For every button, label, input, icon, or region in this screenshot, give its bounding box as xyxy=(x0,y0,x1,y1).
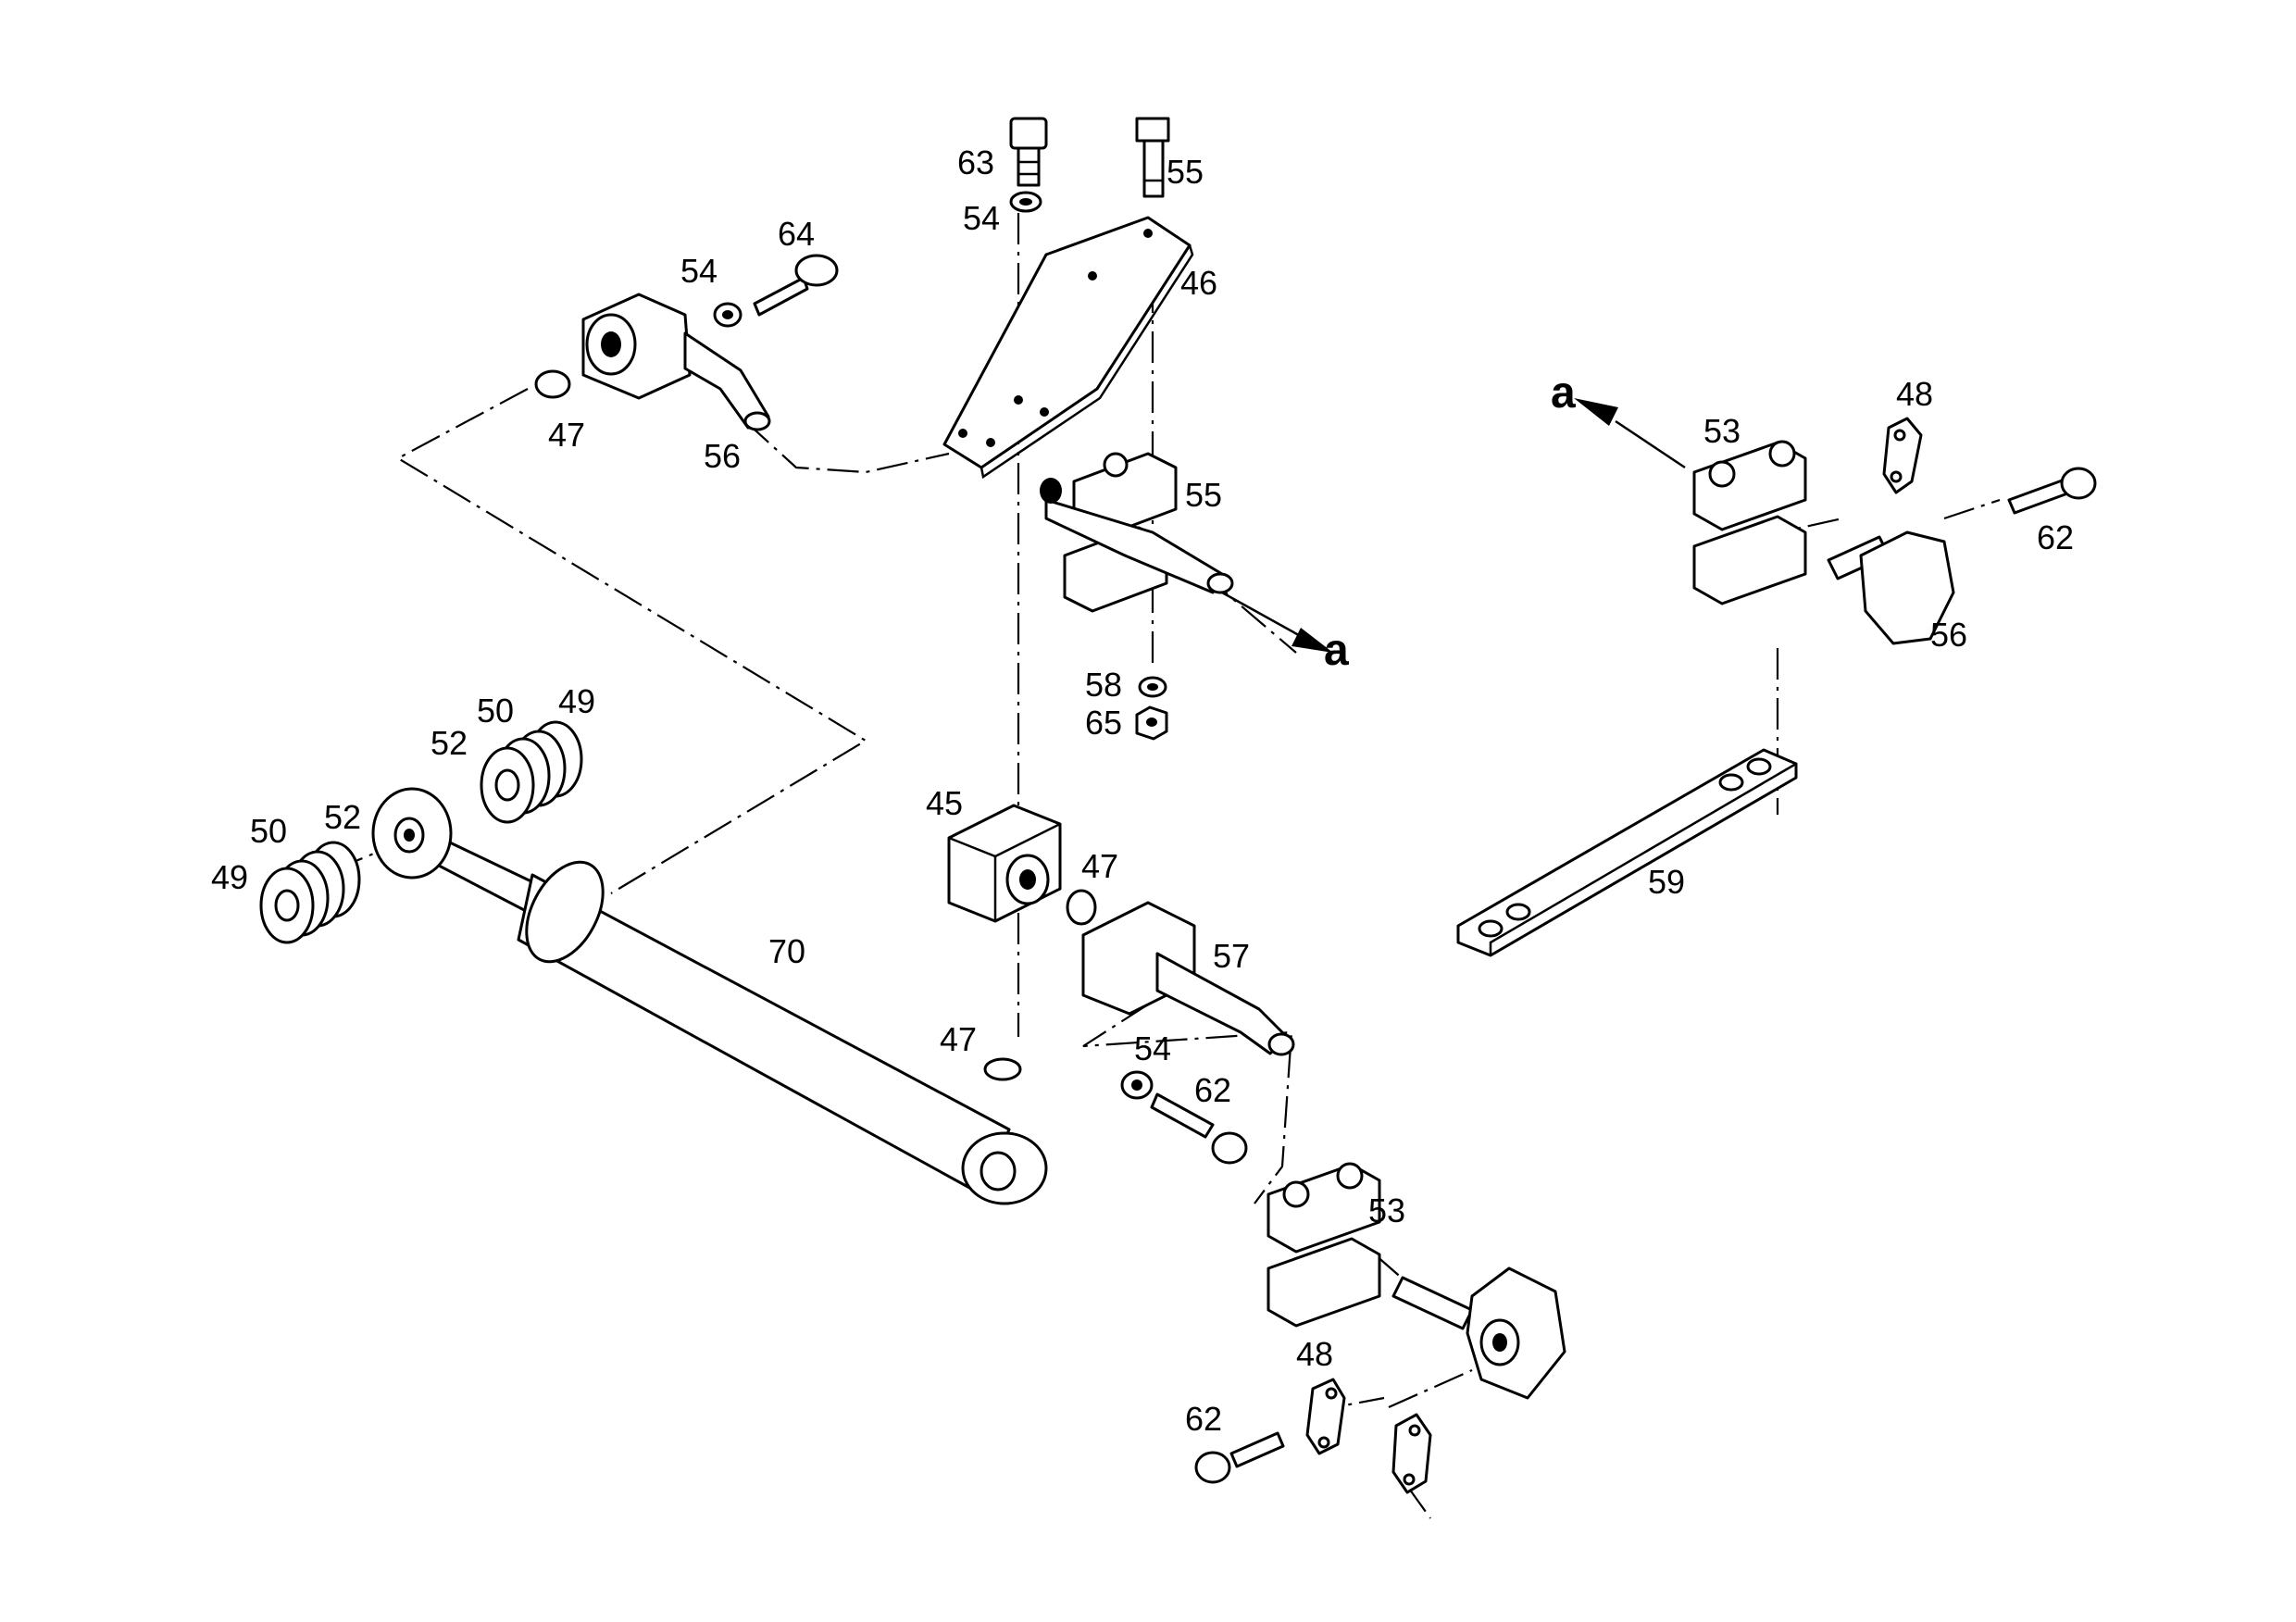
callout-56-left: 56 xyxy=(704,437,741,475)
socket-cap-screw-63 xyxy=(1009,117,1048,187)
callout-47-left: 47 xyxy=(548,416,585,454)
socket-cap-screw-62-center xyxy=(1150,1092,1248,1165)
view-marker-a-left: a xyxy=(1551,368,1576,418)
callout-labels: 63 55 54 64 54 46 47 56 55 58 65 45 47 5… xyxy=(211,143,2074,1438)
washer-54-top xyxy=(1009,191,1042,213)
callout-56-right: 56 xyxy=(1930,616,1967,654)
o-ring-47-lower xyxy=(983,1057,1022,1081)
callout-65: 65 xyxy=(1085,704,1122,742)
callout-47-lower: 47 xyxy=(940,1020,977,1058)
mounting-plate-46 xyxy=(942,216,1194,480)
flange-fitting-56-left xyxy=(581,293,771,431)
callout-52-lower: 52 xyxy=(324,798,361,836)
clamp-half-48-lower xyxy=(1305,1378,1346,1455)
callout-50-lower: 50 xyxy=(250,812,287,850)
pipe-clamp-55 xyxy=(1040,452,1234,613)
callout-63: 63 xyxy=(957,143,994,181)
socket-cap-screw-62-right xyxy=(2007,467,2097,515)
callout-50-upper: 50 xyxy=(477,692,514,730)
callout-55-top: 55 xyxy=(1167,153,1204,191)
callout-59: 59 xyxy=(1648,863,1685,901)
view-marker-a-right: a xyxy=(1324,626,1349,675)
washer-54-left xyxy=(713,302,742,328)
flange-fitting-lower xyxy=(1391,1266,1566,1400)
pipe-clamp-53-lower xyxy=(1267,1162,1381,1328)
o-ring-47-center xyxy=(1066,889,1097,926)
callout-53-upper: 53 xyxy=(1703,412,1741,450)
callout-64: 64 xyxy=(778,215,815,253)
flange-fitting-56-right xyxy=(1827,530,1955,645)
pipe-clamp-53-upper xyxy=(1692,440,1807,605)
callout-62-lower: 62 xyxy=(1185,1400,1222,1438)
socket-cap-screw-62-lower xyxy=(1194,1431,1285,1484)
valve-block-45 xyxy=(947,804,1062,923)
callout-57: 57 xyxy=(1213,937,1250,975)
callout-62-right: 62 xyxy=(2037,518,2074,556)
hydraulic-cylinder-70 xyxy=(371,787,1048,1205)
callout-49-lower: 49 xyxy=(211,858,248,896)
callout-54-lower: 54 xyxy=(1134,1029,1171,1067)
callout-70: 70 xyxy=(768,932,805,970)
assembly-lines xyxy=(263,213,2001,1519)
hex-bolt-55-top xyxy=(1135,117,1170,198)
clamp-half-48-upper xyxy=(1882,417,1923,494)
callout-55-clamp: 55 xyxy=(1185,476,1222,514)
spring-pack-upper xyxy=(480,720,583,824)
spring-pack-lower xyxy=(259,841,361,944)
callout-48-lower: 48 xyxy=(1296,1335,1333,1373)
arrow-a-left xyxy=(1574,398,1686,469)
flange-fitting-57 xyxy=(1081,901,1295,1056)
callout-62-center: 62 xyxy=(1194,1071,1231,1109)
washer-54-lower xyxy=(1120,1070,1154,1100)
callout-45: 45 xyxy=(926,784,963,822)
callout-53-lower: 53 xyxy=(1368,1192,1405,1229)
callout-49-upper: 49 xyxy=(558,682,595,720)
washer-58 xyxy=(1138,676,1167,698)
callout-54-left: 54 xyxy=(680,252,718,290)
callout-58: 58 xyxy=(1085,666,1122,704)
clamp-half-48-loose xyxy=(1391,1413,1432,1494)
socket-cap-screw-64 xyxy=(753,254,839,317)
callout-47-center: 47 xyxy=(1081,847,1118,885)
callout-52-upper: 52 xyxy=(430,724,468,762)
callout-46: 46 xyxy=(1180,264,1217,302)
callout-54-top: 54 xyxy=(963,199,1000,237)
o-ring-47-left xyxy=(534,369,571,399)
arrow-a-right xyxy=(1221,591,1333,653)
flat-bar-59 xyxy=(1456,748,1798,957)
hex-nut-65 xyxy=(1135,705,1168,741)
callout-48-upper: 48 xyxy=(1896,375,1933,413)
